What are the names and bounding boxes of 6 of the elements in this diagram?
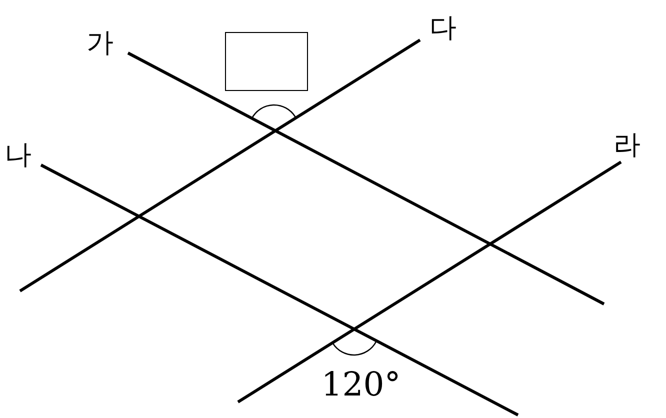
line-label: 다 <box>430 14 456 42</box>
line-label: 나 <box>4 142 32 168</box>
line-label: 가 <box>86 30 114 56</box>
line-label: 라 <box>614 132 640 158</box>
answer-box <box>225 32 308 91</box>
angle-label: 120° <box>321 368 401 400</box>
